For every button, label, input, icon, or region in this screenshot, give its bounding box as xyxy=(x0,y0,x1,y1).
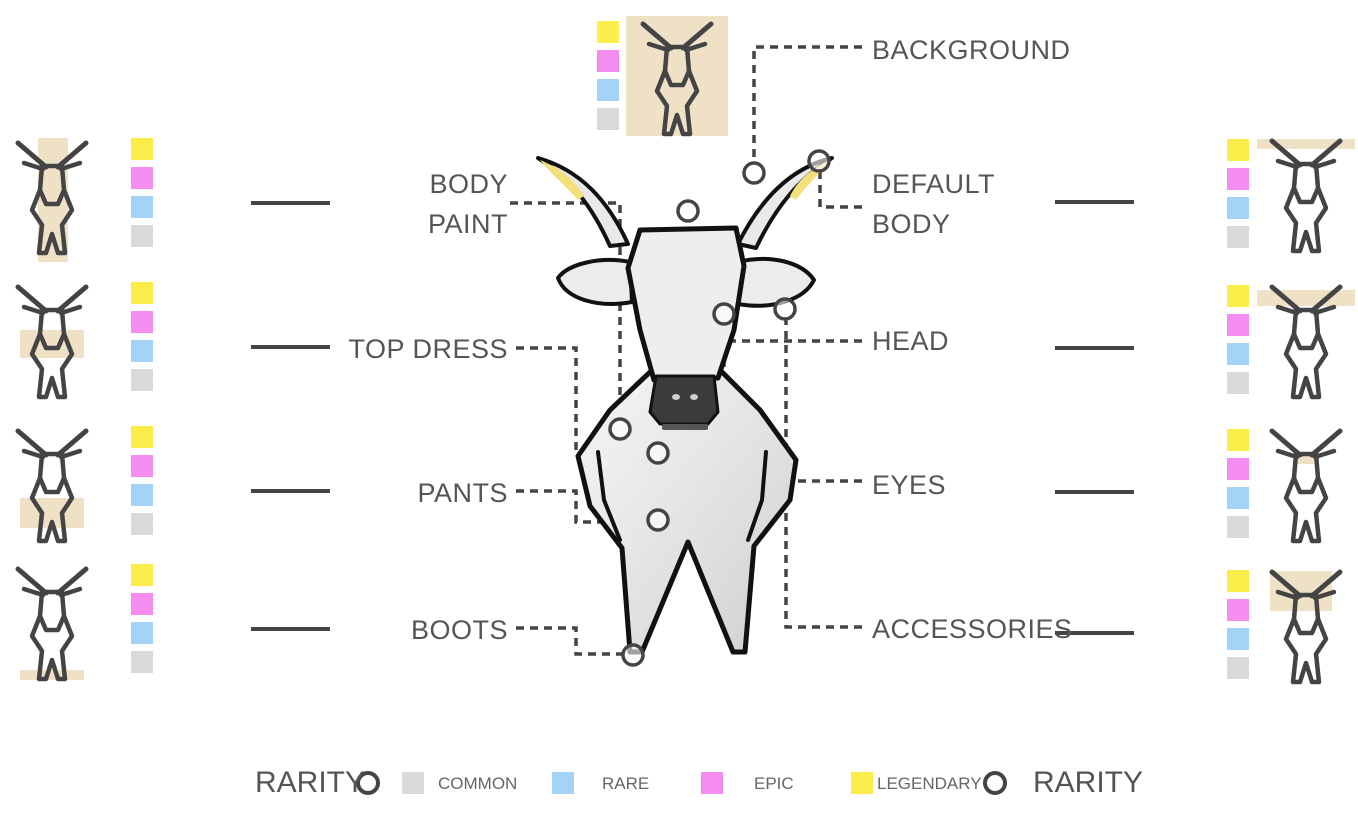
left-ear xyxy=(556,257,634,306)
default-body-leader xyxy=(818,168,862,209)
accessories-leader xyxy=(784,318,862,629)
right-trait-2-swatch-3 xyxy=(1227,516,1249,538)
label-eyes: EYES xyxy=(872,470,947,500)
right-trait-1-highlight xyxy=(1257,290,1355,306)
rarity-ring-icon xyxy=(676,199,700,223)
left-trait-0-swatch-0 xyxy=(131,138,153,160)
left-trait-1-swatch-2 xyxy=(131,340,153,362)
left-trait-1-swatch-3 xyxy=(131,369,153,391)
goat-body xyxy=(575,369,799,655)
rarity-ring-icon xyxy=(983,771,1007,795)
legend-common-label: COMMON xyxy=(438,774,518,793)
legend-swatch-rare xyxy=(552,772,574,794)
right-trait-0-highlight xyxy=(1257,139,1355,149)
label-background: BACKGROUND xyxy=(872,35,1071,65)
label-head: HEAD xyxy=(872,326,950,356)
right-trait-3-swatch-2 xyxy=(1227,628,1249,650)
right-nostril xyxy=(690,394,698,400)
label-body-paint-line2: PAINT xyxy=(427,209,508,239)
legend-rarity-left: RARITY xyxy=(255,766,366,799)
rarity-ring-icon xyxy=(646,508,670,532)
label-body-paint-line1: BODY xyxy=(429,169,508,199)
legend-swatch-common xyxy=(402,772,424,794)
goat-mouth xyxy=(662,424,708,430)
background-swatch-2 xyxy=(597,79,619,101)
rarity-ring-icon xyxy=(646,441,670,465)
legend-rare-label: RARE xyxy=(602,774,650,793)
goat-outline-icon xyxy=(18,569,86,679)
label-pants: PANTS xyxy=(417,478,508,508)
left-trait-1-swatch-1 xyxy=(131,311,153,333)
rarity-ring-icon xyxy=(621,643,645,667)
goat-head xyxy=(625,225,747,383)
right-trait-2-swatch-1 xyxy=(1227,458,1249,480)
left-trait-1-highlight xyxy=(20,330,84,358)
label-default-body-line2: BODY xyxy=(872,209,951,239)
legend-swatch-epic xyxy=(701,772,723,794)
right-trait-1-swatch-1 xyxy=(1227,314,1249,336)
label-boots: BOOTS xyxy=(410,615,508,645)
label-default-body-line1: DEFAULT xyxy=(872,169,996,199)
right-trait-0-swatch-0 xyxy=(1227,139,1249,161)
left-trait-1-swatch-0 xyxy=(131,282,153,304)
left-arm-line xyxy=(596,450,622,542)
right-trait-3-swatch-0 xyxy=(1227,570,1249,592)
right-arm-line xyxy=(746,450,768,542)
right-trait-3-swatch-1 xyxy=(1227,599,1249,621)
left-nostril xyxy=(672,394,680,400)
background-swatch-1 xyxy=(597,50,619,72)
left-trait-3-swatch-2 xyxy=(131,622,153,644)
left-trait-2-swatch-2 xyxy=(131,484,153,506)
label-accessories: ACCESSORIES xyxy=(872,614,1073,644)
label-top-dress: TOP DRESS xyxy=(348,334,508,364)
right-trait-3-swatch-3 xyxy=(1227,657,1249,679)
right-ear xyxy=(736,256,816,308)
legend-rarity-right: RARITY xyxy=(1033,766,1144,799)
right-trait-1-swatch-2 xyxy=(1227,343,1249,365)
left-trait-3-swatch-0 xyxy=(131,564,153,586)
left-trait-3-swatch-3 xyxy=(131,651,153,673)
rarity-ring-icon xyxy=(712,302,736,326)
left-trait-2-swatch-0 xyxy=(131,426,153,448)
legend-legendary-label: LEGENDARY xyxy=(877,774,982,793)
background-swatch-0 xyxy=(597,21,619,43)
rarity-ring-icon xyxy=(742,161,766,185)
goat-outline-icon xyxy=(1272,141,1340,251)
right-trait-2-swatch-0 xyxy=(1227,429,1249,451)
left-trait-0-swatch-2 xyxy=(131,196,153,218)
boots-leader xyxy=(516,626,624,656)
left-trait-3-swatch-1 xyxy=(131,593,153,615)
right-trait-2-swatch-2 xyxy=(1227,487,1249,509)
left-horn xyxy=(536,156,630,248)
legend-epic-label: EPIC xyxy=(754,774,794,793)
left-trait-0-swatch-1 xyxy=(131,167,153,189)
background-swatch-3 xyxy=(597,108,619,130)
rarity-ring-icon xyxy=(807,149,831,173)
right-horn xyxy=(736,156,834,250)
legend-swatch-legendary xyxy=(851,772,873,794)
goat-outline-icon xyxy=(1272,431,1340,541)
rarity-ring-icon xyxy=(773,297,797,321)
left-trait-3-highlight xyxy=(20,670,84,680)
right-trait-1-swatch-0 xyxy=(1227,285,1249,307)
right-trait-0-swatch-3 xyxy=(1227,226,1249,248)
rarity-ring-icon xyxy=(608,417,632,441)
right-trait-0-swatch-2 xyxy=(1227,197,1249,219)
left-trait-0-swatch-3 xyxy=(131,225,153,247)
right-trait-1-swatch-3 xyxy=(1227,372,1249,394)
left-trait-2-swatch-1 xyxy=(131,455,153,477)
left-horn-tip xyxy=(540,160,584,200)
body-paint-leader xyxy=(510,201,622,420)
goat-nose xyxy=(648,374,720,426)
left-trait-2-swatch-3 xyxy=(131,513,153,535)
right-trait-0-swatch-1 xyxy=(1227,168,1249,190)
background-leader xyxy=(752,45,862,164)
rarity-ring-icon xyxy=(356,771,380,795)
